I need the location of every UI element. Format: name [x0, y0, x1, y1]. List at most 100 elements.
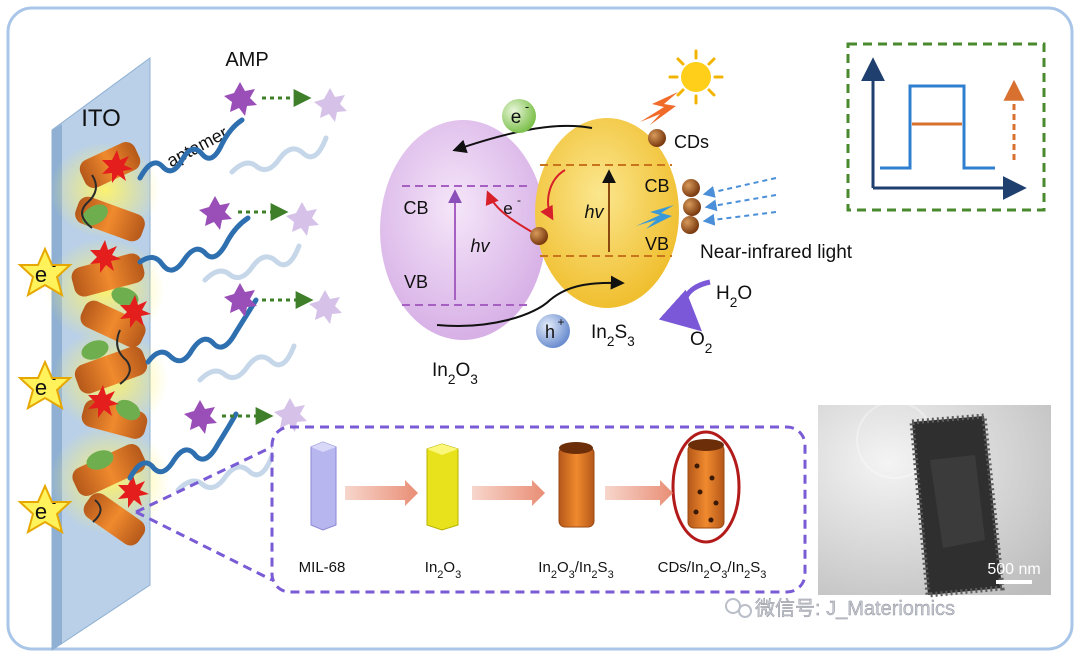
- step-label-part: 3: [721, 569, 727, 581]
- band-diagram: CB VB hv CB VB hv e - e - h +: [380, 49, 853, 387]
- cds-label: CDs: [674, 132, 709, 152]
- aptamer-strand: [137, 117, 245, 181]
- tem-scale-label: 500 nm: [987, 561, 1040, 578]
- amp-label: AMP: [225, 49, 268, 71]
- watermark: 微信号: J_Materiomics: [725, 597, 955, 620]
- synthesis-arrow: [472, 480, 545, 506]
- released-amp: [286, 202, 319, 236]
- photocurrent-response-high: [880, 84, 995, 170]
- electron-star: e -: [17, 483, 73, 535]
- o2-label: O2: [690, 329, 712, 356]
- step-label-part: CDs/In: [658, 559, 704, 576]
- aptamer-strands: AMP aptamer: [127, 49, 347, 493]
- in2o3-crystal: [426, 443, 459, 531]
- ito-label: ITO: [81, 105, 121, 132]
- step-label-part: O: [710, 559, 722, 576]
- signal-inset: [846, 42, 1046, 212]
- in2s3-label: In2S3: [591, 322, 635, 349]
- in2o3-in2s3-rod: [558, 442, 595, 528]
- tem-scale-bar: [996, 580, 1032, 584]
- amp-molecule: [184, 400, 217, 434]
- electron-charge: -: [52, 495, 56, 510]
- step-label-part: In: [425, 559, 438, 576]
- electron-ball: e -: [502, 99, 536, 133]
- amp-molecule: [199, 196, 232, 230]
- in2o3-particle: [380, 120, 546, 340]
- electron-charge: -: [52, 371, 56, 386]
- step-label-part: /In: [727, 559, 744, 576]
- band-electron-charge: -: [517, 193, 521, 207]
- step-label-in2o3: In2O3: [425, 559, 461, 581]
- cds-bead: [681, 216, 699, 234]
- tem-image: 500 nm: [818, 401, 1051, 598]
- released-amp: [314, 88, 347, 122]
- step-label-cds-in2o3-in2s3: CDs/In2O3/In2S3: [658, 559, 767, 581]
- electron-ball-charge: -: [525, 99, 529, 114]
- in2o3-vb-label: VB: [404, 272, 428, 292]
- aptamer-strand: [145, 297, 259, 365]
- electron-charge: -: [52, 258, 56, 273]
- synthesis-panel: MIL-68 In2O3 In2O3/In2S3 CDs/In2O3/In2S3: [135, 425, 807, 594]
- in2s3-vb-label: VB: [645, 234, 669, 254]
- step-label-part: 2: [703, 569, 709, 581]
- electrode-nanorod-layer: [45, 142, 170, 546]
- amp-molecule: [224, 283, 257, 317]
- synthesis-arrow: [605, 480, 673, 506]
- electron-label: e: [35, 262, 47, 287]
- amp-molecule: [224, 82, 257, 116]
- in2o3-label: In2O3: [432, 360, 478, 387]
- hole-ball-label: h: [545, 322, 555, 342]
- sun-icon: [668, 49, 724, 105]
- step-label-part: O: [557, 559, 569, 576]
- released-amp: [309, 290, 342, 324]
- electron-label: e: [35, 499, 47, 524]
- electron-ball-label: e: [511, 107, 522, 128]
- step-label-part: S: [598, 559, 608, 576]
- step-label-part: MIL-68: [299, 559, 346, 576]
- nir-label: Near-infrared light: [700, 242, 853, 263]
- aptamer-strand: [127, 411, 239, 481]
- h2o-label: H2O: [716, 283, 752, 310]
- step-label-part: 2: [744, 569, 750, 581]
- step-label-in2o3-in2s3: In2O3/In2S3: [538, 559, 613, 581]
- watermark-text: 微信号: J_Materiomics: [755, 597, 955, 620]
- in2o3-cb-label: CB: [403, 198, 428, 218]
- step-label-part: In: [538, 559, 551, 576]
- electron-star: e -: [17, 359, 73, 411]
- step-label-part: /In: [575, 559, 592, 576]
- free-aptamer: [202, 243, 302, 283]
- free-aptamer: [175, 453, 275, 493]
- step-label-part: 3: [608, 569, 614, 581]
- step-label-part: S: [750, 559, 760, 576]
- cds-bead: [648, 129, 666, 147]
- cds-bead: [530, 227, 548, 245]
- band-electron-label: e: [503, 199, 512, 218]
- step-label-part: 2: [591, 569, 597, 581]
- step-label-part: 3: [569, 569, 575, 581]
- in2s3-cb-label: CB: [644, 176, 669, 196]
- step-label-mil68: MIL-68: [299, 559, 346, 576]
- aptamer-strand: [137, 215, 251, 273]
- electron-star: e -: [17, 246, 73, 298]
- step-label-part: 2: [437, 569, 443, 581]
- in2s3-photon-label: hv: [584, 202, 604, 222]
- hole-ball-charge: +: [557, 315, 564, 329]
- hole-ball: h +: [536, 314, 570, 348]
- lightning-icon: [636, 205, 674, 229]
- free-aptamer: [197, 343, 297, 383]
- lightning-icon: [640, 92, 678, 125]
- highlight-ellipse: [671, 430, 741, 544]
- step-label-part: 2: [551, 569, 557, 581]
- step-label-part: 3: [760, 569, 766, 581]
- synthesis-arrow: [345, 480, 418, 506]
- cds-in2o3-in2s3-rod: [671, 430, 741, 544]
- in2o3-photon-label: hv: [470, 236, 490, 256]
- step-label-part: 3: [455, 569, 461, 581]
- cds-bead: [683, 198, 701, 216]
- electron-label: e: [35, 375, 47, 400]
- free-aptamer: [229, 135, 329, 175]
- cds-bead: [682, 179, 700, 197]
- released-amp: [274, 398, 307, 432]
- mil68-crystal: [310, 441, 337, 531]
